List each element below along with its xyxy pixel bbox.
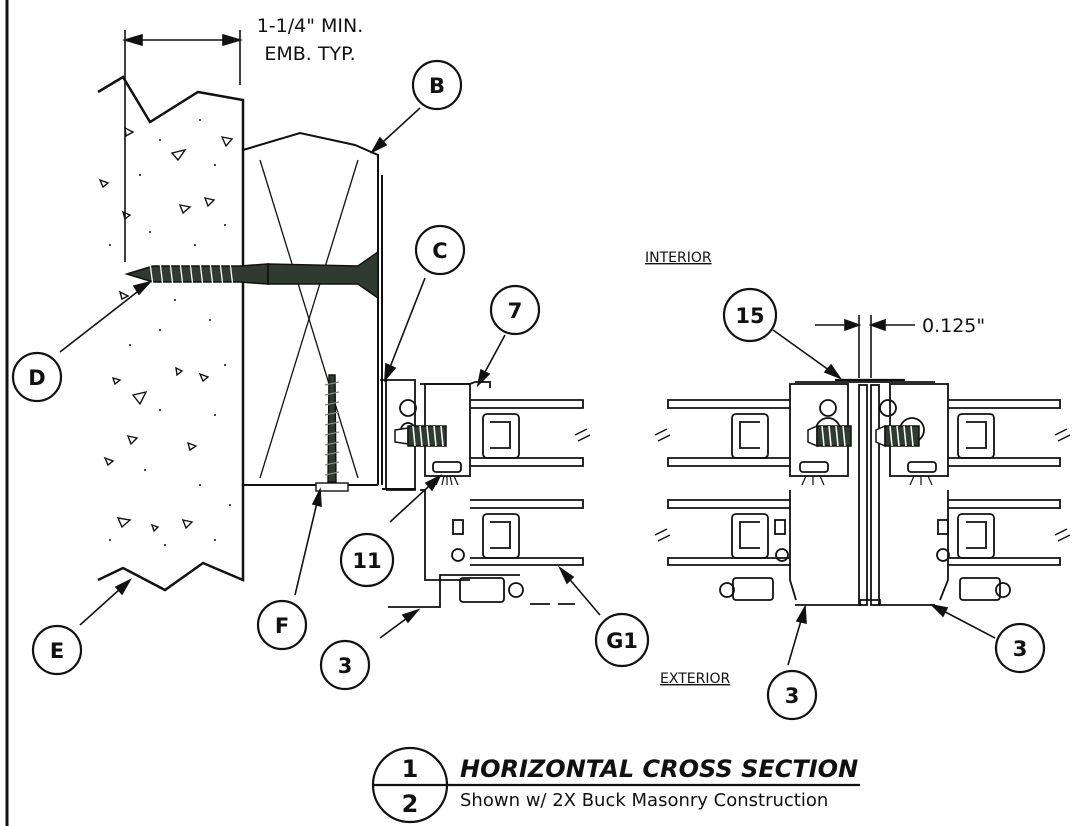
callout-11-label: 11 [352,549,381,573]
frame-screw-left [394,425,447,447]
callout-7-label: 7 [508,299,523,323]
callout-3-left: 3 [319,639,371,691]
callout-15: 15 [722,287,778,343]
callout-7: 7 [489,284,541,336]
callout-f: F [256,599,308,651]
concrete-stipple [109,119,231,546]
callout-3-center-label: 3 [785,684,800,708]
callout-e-label: E [50,639,64,663]
callout-3-right: 3 [994,622,1046,674]
masonry-screw [124,250,379,300]
detail-number: 1 [402,755,419,783]
left-frame-assembly [380,379,591,608]
callout-3-center: 3 [766,669,818,721]
callout-g1-label: G1 [606,629,638,653]
leader-lines [59,107,996,666]
callout-d-label: D [28,366,45,390]
frame-screws-right [807,424,920,448]
interior-label: INTERIOR [645,250,712,266]
detail-title: HORIZONTAL CROSS SECTION [460,755,858,783]
callout-g1: G1 [594,612,650,668]
masonry-wall [97,75,245,592]
callout-3-left-label: 3 [338,654,353,678]
callout-f-label: F [275,614,289,638]
wood-buck-2x [242,131,383,486]
callout-3-right-label: 3 [1013,637,1028,661]
callout-c: C [414,224,466,276]
sheet-number: 2 [402,790,419,818]
title-block: 1 2 HORIZONTAL CROSS SECTION Shown w/ 2X… [371,746,860,824]
detail-subtitle: Shown w/ 2X Buck Masonry Construction [460,790,828,811]
callout-b-label: B [429,74,445,98]
embedment-note-line2: EMB. TYP. [264,43,355,65]
mullion-assembly [654,378,1071,606]
wood-screw [315,374,416,492]
callout-d: D [11,351,63,403]
callout-b: B [411,59,463,111]
callout-e: E [31,624,83,676]
exterior-label: EXTERIOR [660,671,730,687]
callout-11: 11 [339,532,395,588]
gap-dimension [815,315,915,378]
embedment-dimension [122,30,243,262]
callout-c-label: C [432,239,447,263]
concrete-aggregate [98,126,234,533]
callout-15-label: 15 [735,304,764,328]
embedment-note-line1: 1-1/4" MIN. [257,15,364,37]
gap-dimension-text: 0.125" [922,315,985,337]
